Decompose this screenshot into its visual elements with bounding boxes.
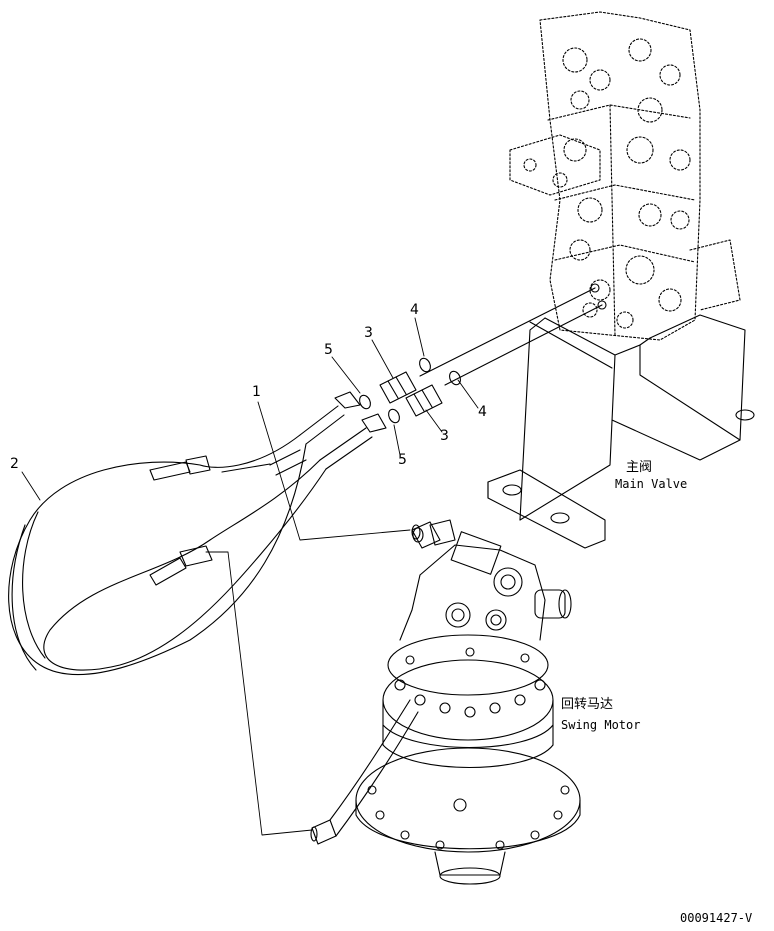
callout-number-5-upper: 5	[324, 342, 333, 358]
swing-motor-label-zh: 回转马达	[561, 697, 614, 712]
leader-5a	[332, 357, 360, 393]
leader-4b	[458, 380, 478, 408]
fittings-and-orings	[358, 357, 463, 425]
swing-motor-illustration	[356, 520, 580, 884]
leader-3a	[372, 340, 393, 378]
leader-3b	[426, 410, 442, 432]
connection-lines	[420, 288, 612, 385]
leader-1	[258, 402, 410, 540]
hose-assembly	[9, 392, 386, 675]
callout-number-3-upper: 3	[364, 325, 373, 341]
callout-number-1: 1	[252, 384, 261, 400]
callout-number-4-upper: 4	[410, 302, 419, 318]
main-valve-illustration	[510, 12, 740, 340]
leader-4a	[415, 318, 424, 356]
elbow-fitting	[311, 522, 440, 844]
main-valve-label-zh: 主阀	[626, 460, 653, 475]
swing-motor-label-en: Swing Motor	[561, 718, 641, 732]
leader-lower-hose	[206, 552, 312, 835]
leader-2	[22, 472, 40, 500]
callout-number-3-lower: 3	[440, 428, 449, 444]
callout-leaders	[22, 318, 478, 835]
callout-number-4-lower: 4	[478, 404, 487, 420]
callout-number-2: 2	[10, 456, 19, 472]
drawing-number: 00091427-V	[680, 911, 753, 925]
valve-bracket	[488, 315, 754, 548]
leader-5b	[394, 425, 400, 455]
callout-number-5-lower: 5	[398, 452, 407, 468]
main-valve-label-en: Main Valve	[615, 477, 688, 491]
